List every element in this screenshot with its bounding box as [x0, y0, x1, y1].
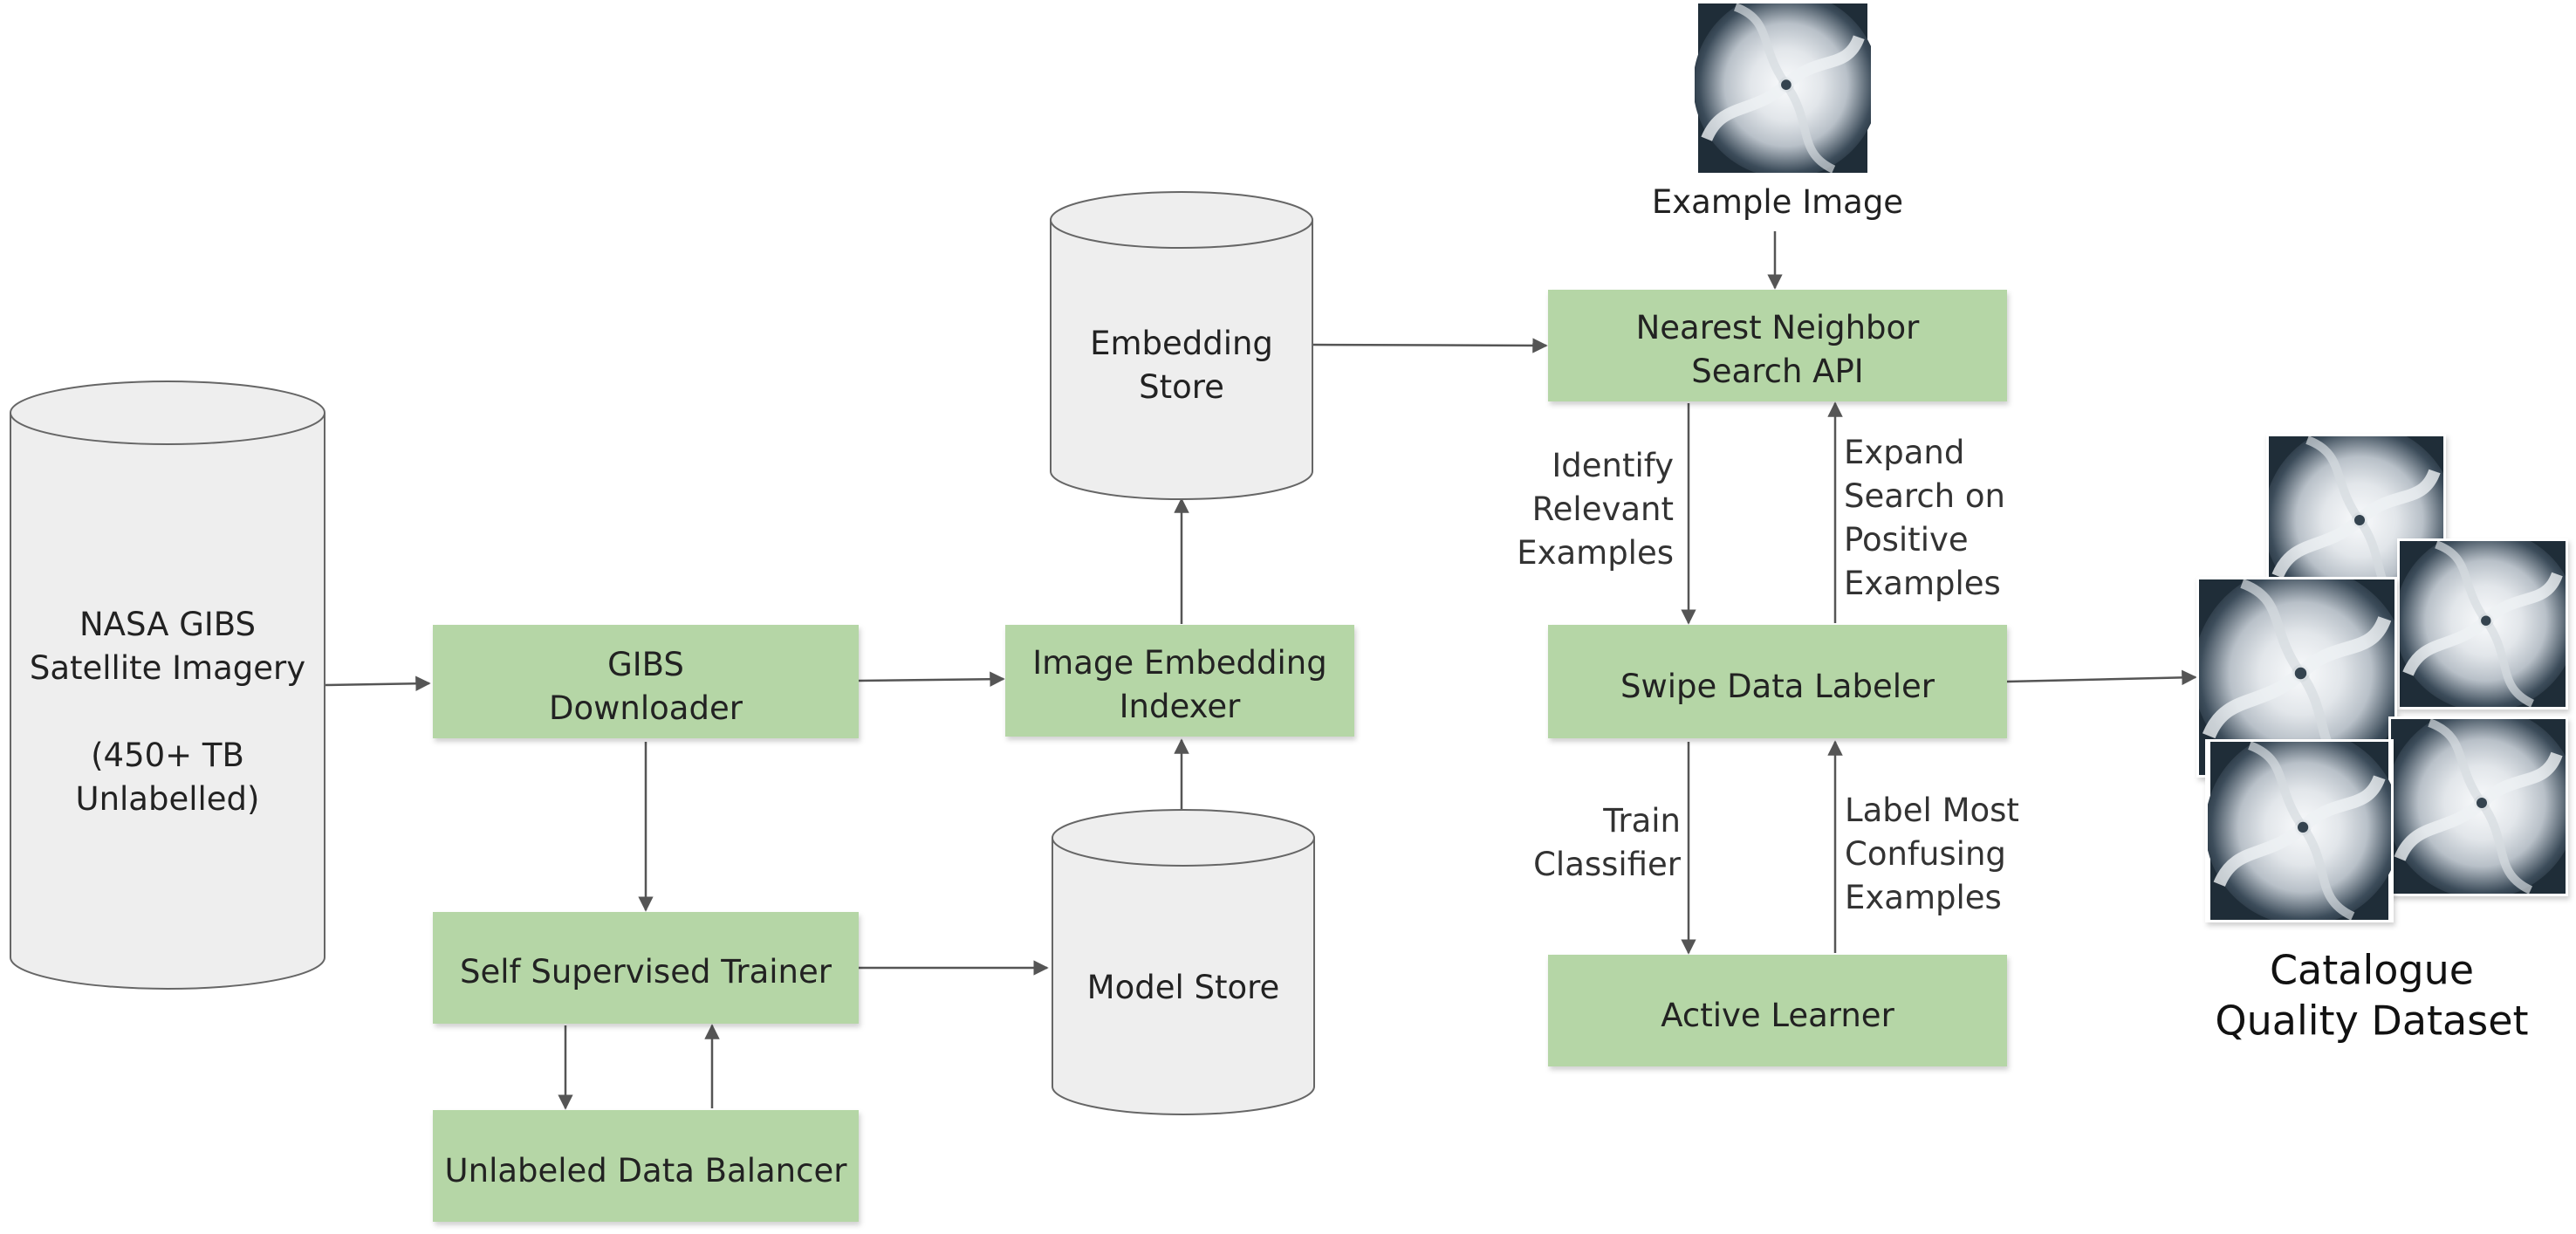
- text-line: Expand: [1844, 434, 1964, 471]
- nasa-gibs-label: NASA GIBS Satellite Imagery (450+ TB Unlabe…: [30, 606, 305, 818]
- text-line: Self Supervised Trainer: [460, 953, 832, 991]
- swipe-data-labeler-node: Swipe Data Labeler: [1548, 625, 2007, 738]
- text-line: Downloader: [549, 689, 743, 727]
- example-image: [1693, 0, 1879, 178]
- text-line: Active Learner: [1661, 997, 1894, 1034]
- text-line: Relevant: [1532, 490, 1674, 528]
- text-line: Nearest Neighbor: [1636, 309, 1921, 346]
- text-line: Satellite Imagery: [30, 649, 305, 687]
- text-line: Confusing: [1845, 835, 2006, 873]
- text-line: GIBS: [607, 646, 684, 683]
- text-line: Catalogue: [2270, 947, 2474, 994]
- gibs-downloader-label: GIBS Downloader: [549, 646, 743, 727]
- dataset-image-2: [2397, 538, 2568, 710]
- text-line: Indexer: [1120, 688, 1241, 725]
- text-line: Embedding: [1090, 325, 1273, 362]
- self-supervised-trainer-node: Self Supervised Trainer: [433, 912, 859, 1024]
- text-line: Train: [1602, 802, 1681, 840]
- unlabeled-data-balancer-label: Unlabeled Data Balancer: [445, 1152, 848, 1189]
- active-learner-node: Active Learner: [1548, 955, 2007, 1066]
- text-line: Quality Dataset: [2215, 997, 2528, 1045]
- text-line: Model Store: [1087, 969, 1280, 1006]
- text-line: Identify: [1552, 447, 1674, 484]
- text-line: Search on: [1844, 477, 2005, 515]
- swipe-data-labeler-label: Swipe Data Labeler: [1620, 668, 1935, 705]
- text-line: (450+ TB: [91, 737, 244, 774]
- text-line: Unlabeled Data Balancer: [445, 1152, 848, 1189]
- text-line: Examples: [1517, 534, 1674, 572]
- text-line: Search API: [1691, 353, 1863, 390]
- text-line: Swipe Data Labeler: [1620, 668, 1935, 705]
- example-image-caption: Example Image: [1652, 183, 1903, 221]
- dataset-image-5: [2205, 739, 2394, 922]
- dataset-image-4: [2388, 716, 2568, 896]
- dataset-collage: [2196, 434, 2568, 922]
- gibs-downloader-node: GIBS Downloader: [433, 625, 859, 738]
- unlabeled-data-balancer-node: Unlabeled Data Balancer: [433, 1110, 859, 1222]
- model-store: Model Store: [1052, 809, 1315, 1115]
- model-store-label: Model Store: [1087, 969, 1280, 1006]
- text-line: Unlabelled): [76, 780, 260, 818]
- nasa-gibs-store: NASA GIBS Satellite Imagery (450+ TB Unlabe…: [10, 380, 325, 990]
- text-line: NASA GIBS: [79, 606, 256, 643]
- text-line: Image Embedding: [1032, 644, 1327, 682]
- self-supervised-trainer-label: Self Supervised Trainer: [460, 953, 832, 991]
- edge-downloader-to-indexer: [858, 671, 1005, 687]
- text-line: Label Most: [1845, 792, 2019, 829]
- edge-nasa-to-downloader: [324, 675, 431, 692]
- active-learner-label: Active Learner: [1661, 997, 1894, 1034]
- edge-embedding-store-to-search: [1312, 338, 1548, 353]
- text-line: Example Image: [1652, 183, 1903, 221]
- edge-labeler-to-dataset: [2006, 669, 2197, 686]
- text-line: Store: [1139, 368, 1224, 406]
- edges: [324, 231, 2197, 1110]
- text-line: Examples: [1844, 565, 2001, 602]
- text-line: Examples: [1845, 879, 2002, 916]
- text-line: Positive: [1844, 521, 1969, 559]
- text-line: Classifier: [1533, 846, 1682, 883]
